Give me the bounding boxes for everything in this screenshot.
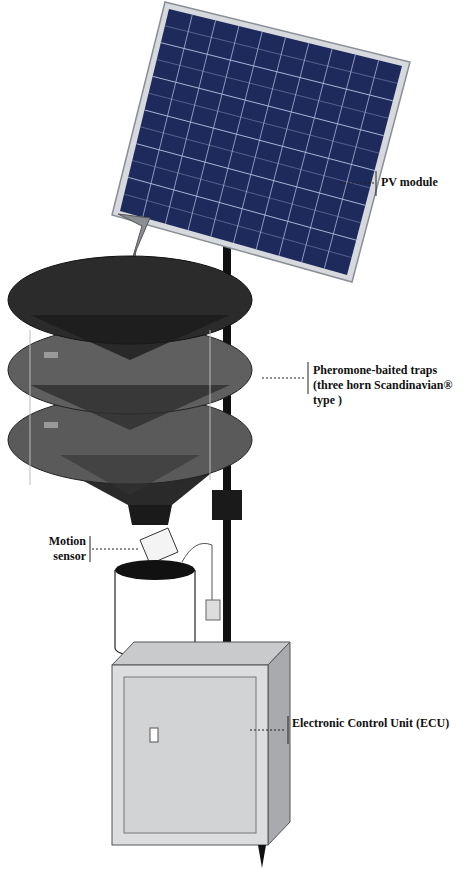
motion-sensor <box>140 528 178 564</box>
pv-frame <box>112 2 410 282</box>
label-bracket <box>376 171 377 196</box>
leader-line <box>262 378 306 379</box>
callout-label: Electronic Control Unit (ECU) <box>292 716 470 731</box>
cell-line <box>128 177 356 240</box>
cone-3 <box>60 455 200 495</box>
label-bracket <box>90 536 91 562</box>
cell-line <box>132 161 361 223</box>
cell-line <box>153 76 384 135</box>
cell-line <box>149 93 380 153</box>
trap-rod <box>30 330 31 485</box>
cone-2 <box>30 385 230 430</box>
label-bracket <box>288 716 289 744</box>
bucket-opening <box>115 560 195 580</box>
cone-1 <box>30 315 230 360</box>
cell-line <box>161 43 393 101</box>
ecu-lock <box>150 728 158 742</box>
clip <box>44 352 58 358</box>
callout-label: Pheromone-baited traps (three horn Scand… <box>313 363 469 408</box>
cell-line <box>165 26 397 84</box>
leader-line <box>92 549 140 550</box>
clip <box>44 422 58 428</box>
pv-grid <box>124 15 397 269</box>
trap-hanger <box>118 214 150 260</box>
ecu-door <box>124 677 256 833</box>
cell-line <box>145 110 375 171</box>
ecu-front <box>112 665 268 845</box>
callout-label: PV module <box>381 175 469 190</box>
ground-spike <box>258 845 266 868</box>
funnel-neck <box>128 505 172 525</box>
cell-line <box>140 127 369 188</box>
cell-line <box>157 60 389 119</box>
ecu-top <box>112 642 290 665</box>
bracket <box>206 600 220 620</box>
label-bracket <box>308 362 309 394</box>
pole-clamp <box>212 490 242 520</box>
cell-line <box>136 144 365 206</box>
ecu-side <box>268 642 290 845</box>
wire <box>182 543 212 600</box>
cell-line <box>124 194 352 257</box>
leader-line <box>340 183 374 184</box>
trap-rod <box>210 330 211 480</box>
callout-label: Motion sensor <box>38 534 86 564</box>
pv-cells <box>120 9 402 275</box>
leader-line <box>250 730 286 731</box>
